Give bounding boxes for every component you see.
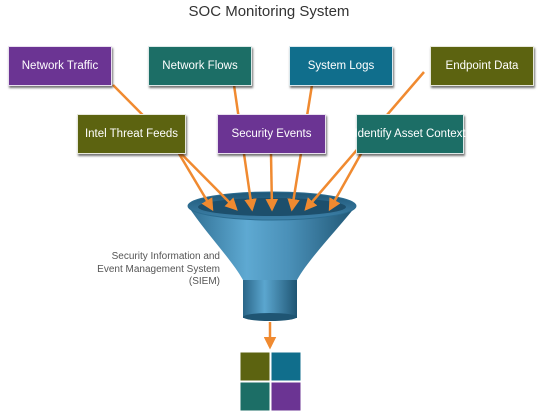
funnel-body — [188, 206, 356, 316]
arrow-intel-threat-feeds — [176, 151, 214, 212]
siem-label-line2: Event Management System — [97, 263, 220, 275]
arrow-security-events — [265, 153, 279, 212]
source-security-events: Security Events — [217, 114, 326, 154]
funnel-spout — [243, 280, 297, 318]
output-tile-top-right — [270, 351, 302, 382]
source-label: Network Traffic — [21, 60, 99, 72]
siem-label: Security Information and Event Managemen… — [80, 251, 220, 289]
output-tile-bottom-right — [270, 381, 302, 412]
output-tile-bottom-left — [239, 381, 271, 412]
source-label: Identify Asset Context — [354, 128, 466, 140]
output-tile-top-left — [239, 351, 271, 382]
source-label: Network Flows — [162, 60, 238, 72]
source-network-flows: Network Flows — [148, 46, 252, 86]
siem-label-line3: (SIEM) — [188, 276, 220, 287]
arrow-identify-asset-context — [328, 151, 364, 212]
source-network-traffic: Network Traffic — [8, 46, 112, 86]
source-label: System Logs — [307, 60, 375, 72]
source-label: Security Events — [231, 128, 312, 140]
funnel-spout-bottom — [243, 313, 297, 321]
source-endpoint-data: Endpoint Data — [430, 46, 534, 86]
output-dashboard — [239, 351, 302, 412]
source-label: Endpoint Data — [445, 60, 519, 72]
source-label: Intel Threat Feeds — [84, 128, 179, 140]
siem-label-line1: Security Information and — [111, 251, 220, 262]
source-identify-asset-context: Identify Asset Context — [354, 114, 466, 154]
source-intel-threat-feeds: Intel Threat Feeds — [77, 114, 186, 154]
source-system-logs: System Logs — [289, 46, 393, 86]
diagram-title: SOC Monitoring System — [188, 3, 350, 20]
